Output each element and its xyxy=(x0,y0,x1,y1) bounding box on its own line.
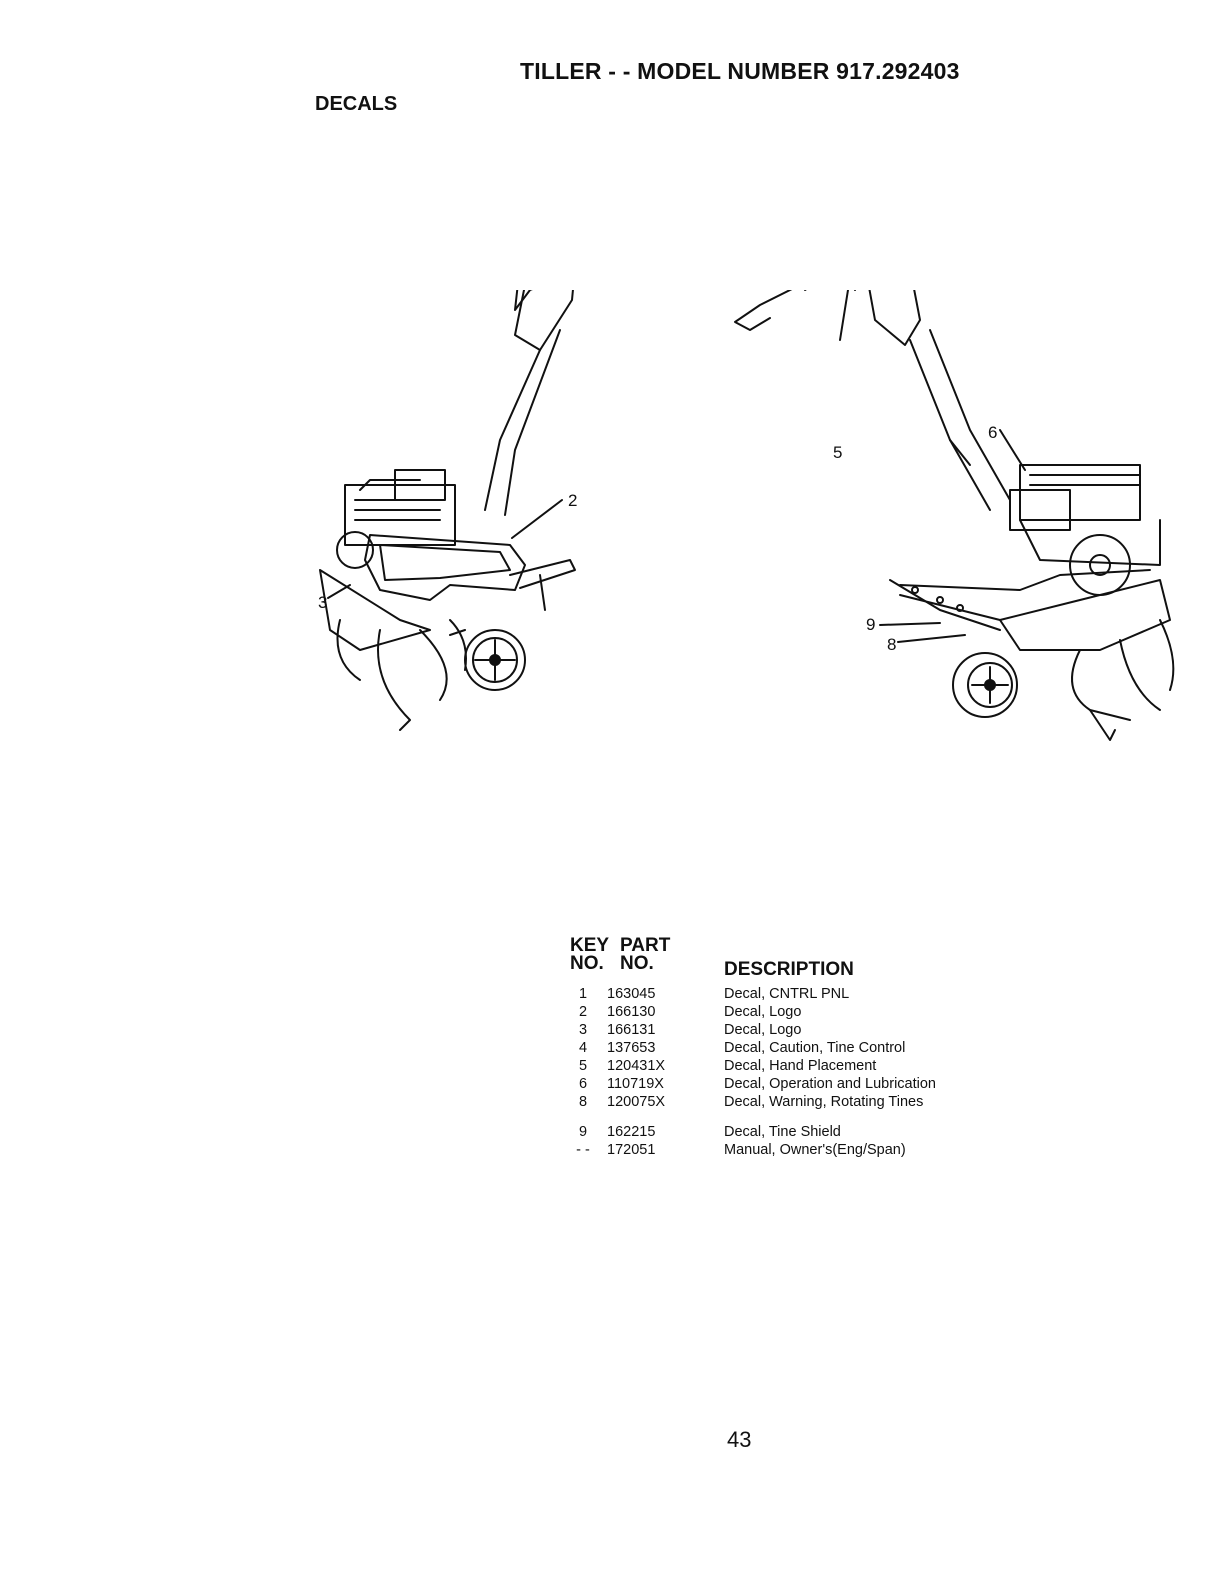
part-no: 172051 xyxy=(607,1142,656,1158)
key-no: - - xyxy=(576,1142,590,1158)
part-no: 137653 xyxy=(607,1040,656,1056)
callout-8: 8 xyxy=(887,635,896,654)
header-key-line2: NO. xyxy=(570,953,604,974)
key-no: 2 xyxy=(578,1004,588,1020)
description: Decal, CNTRL PNL xyxy=(724,986,850,1002)
callout-5: 5 xyxy=(833,443,842,462)
section-heading: DECALS xyxy=(315,93,398,115)
part-no: 162215 xyxy=(607,1124,656,1140)
tiller-illustration: 1 2 3 4 5 6 8 9 xyxy=(300,290,1200,770)
callout-9: 9 xyxy=(866,615,875,634)
key-no: 1 xyxy=(578,986,588,1002)
callout-6: 6 xyxy=(988,423,997,442)
part-no: 120431X xyxy=(607,1058,666,1074)
part-no: 163045 xyxy=(607,986,656,1002)
page-number: 43 xyxy=(727,1427,752,1452)
description: Decal, Tine Shield xyxy=(724,1124,841,1140)
callout-2: 2 xyxy=(568,491,577,510)
key-no: 5 xyxy=(578,1058,588,1074)
part-no: 166130 xyxy=(607,1004,656,1020)
part-no: 120075X xyxy=(607,1094,666,1110)
header-description: DESCRIPTION xyxy=(724,959,854,980)
callout-3: 3 xyxy=(318,593,327,612)
header-part-line2: NO. xyxy=(620,953,654,974)
header-key-line1: KEY xyxy=(570,935,610,956)
description: Decal, Logo xyxy=(724,1004,802,1020)
header-part-line1: PART xyxy=(620,935,671,956)
description: Manual, Owner's(Eng/Span) xyxy=(724,1142,906,1158)
key-no: 6 xyxy=(578,1076,588,1092)
part-no: 110719X xyxy=(607,1076,664,1092)
description: Decal, Warning, Rotating Tines xyxy=(724,1094,924,1110)
tiller-left-view xyxy=(319,290,576,731)
description: Decal, Caution, Tine Control xyxy=(724,1040,906,1056)
key-no: 9 xyxy=(578,1124,588,1140)
key-no: 4 xyxy=(578,1040,588,1056)
tiller-right-view xyxy=(734,290,1175,741)
description: Decal, Hand Placement xyxy=(724,1058,877,1074)
description: Decal, Logo xyxy=(724,1022,802,1038)
description: Decal, Operation and Lubrication xyxy=(724,1076,936,1092)
key-no: 8 xyxy=(578,1094,588,1110)
page-title: TILLER - - MODEL NUMBER 917.292403 xyxy=(520,58,960,84)
key-no: 3 xyxy=(578,1022,588,1038)
part-no: 166131 xyxy=(607,1022,656,1038)
